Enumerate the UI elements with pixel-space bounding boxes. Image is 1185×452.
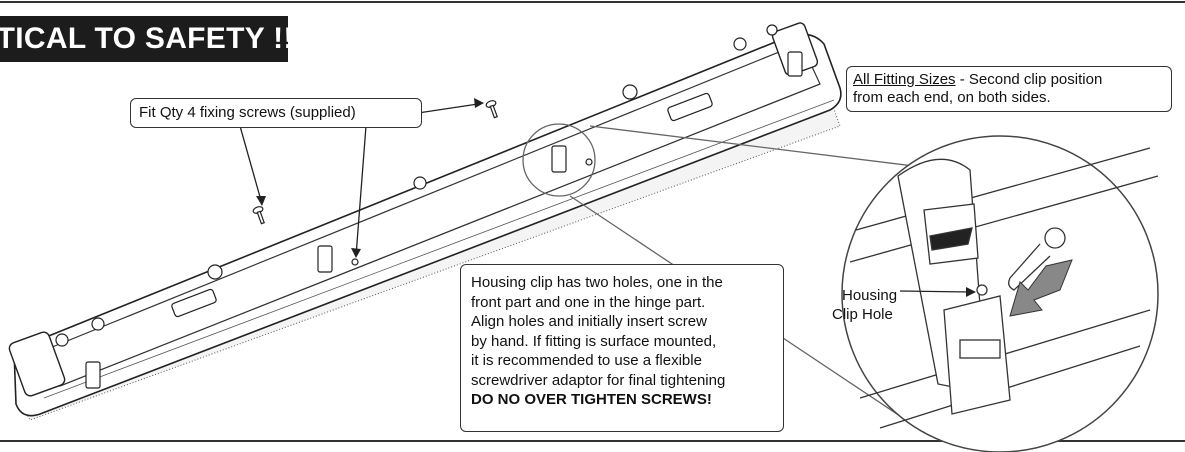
mount-hole-7 bbox=[766, 24, 778, 36]
safety-banner: ITICAL TO SAFETY !! bbox=[0, 16, 288, 62]
screw-left bbox=[252, 206, 265, 225]
housing-clip-hole-label-line1: Housing bbox=[842, 287, 898, 304]
leader-to-middle-hole bbox=[355, 125, 367, 257]
arrowhead-middle-hole bbox=[351, 248, 361, 258]
instruction-line: Housing clip has two holes, one in the bbox=[471, 274, 723, 291]
bottom-rule bbox=[0, 440, 1185, 442]
fitting-sizes-title: All Fitting Sizes bbox=[853, 71, 956, 88]
mount-hole-1 bbox=[55, 333, 69, 347]
housing-clip-hole-label-line2: Clip Hole bbox=[832, 306, 893, 323]
leader-housing-clip-hole bbox=[899, 290, 971, 293]
mount-hole-6 bbox=[733, 37, 747, 51]
zoom-source-circle bbox=[522, 123, 596, 197]
over-tighten-warning: DO NO OVER TIGHTEN SCREWS! bbox=[471, 391, 712, 408]
arrowhead-housing-clip-hole bbox=[966, 287, 976, 297]
mount-hole-2 bbox=[91, 317, 105, 331]
screw-hole-right bbox=[585, 158, 593, 166]
screw-right bbox=[485, 100, 498, 119]
leader-to-left-screw bbox=[239, 125, 263, 205]
housing-clip-2 bbox=[317, 245, 333, 273]
top-rule bbox=[0, 1, 1185, 3]
arrowhead-right-screw bbox=[474, 98, 484, 108]
housing-clip-1 bbox=[85, 361, 101, 389]
screws-callout: Fit Qty 4 fixing screws (supplied) bbox=[130, 98, 422, 128]
zoom-detail-art bbox=[849, 147, 1159, 429]
end-cap-left bbox=[8, 331, 66, 397]
instruction-line: screwdriver adaptor for final tightening bbox=[471, 371, 726, 389]
arrowhead-left-screw bbox=[256, 196, 266, 206]
mount-hole-4 bbox=[413, 176, 427, 190]
handle-right bbox=[667, 92, 713, 122]
instruction-line: it is recommended to use a flexible bbox=[471, 352, 702, 369]
handle-left bbox=[171, 288, 217, 318]
leader-to-right-screw bbox=[417, 103, 479, 114]
housing-clip-3 bbox=[551, 145, 567, 173]
mount-hole-5 bbox=[622, 84, 638, 100]
housing-clip-hole-label: Housing Clip Hole bbox=[832, 286, 897, 324]
instruction-line: by hand. If fitting is surface mounted, bbox=[471, 332, 717, 350]
zoom-connector-top bbox=[589, 125, 931, 169]
direction-arrow-icon bbox=[1009, 259, 1073, 317]
housing-ridge bbox=[59, 83, 821, 387]
mount-hole-3 bbox=[207, 264, 223, 280]
instructions-callout: Housing clip has two holes, one in the f… bbox=[460, 264, 784, 432]
fitting-sizes-text: - Second clip position bbox=[955, 71, 1103, 88]
safety-banner-text: ITICAL TO SAFETY !! bbox=[0, 22, 288, 55]
end-cap-right bbox=[771, 22, 819, 76]
instruction-line: Align holes and initially insert screw bbox=[471, 313, 707, 330]
housing-ridge-lower bbox=[43, 99, 835, 399]
screws-callout-text: Fit Qty 4 fixing screws (supplied) bbox=[139, 104, 356, 121]
housing-clip-4 bbox=[787, 51, 803, 77]
instruction-line: front part and one in the hinge part. bbox=[471, 293, 706, 311]
fitting-sizes-callout: All Fitting Sizes - Second clip position… bbox=[846, 66, 1172, 112]
fitting-sizes-text-line2: from each end, on both sides. bbox=[853, 89, 1051, 106]
screw-hole-middle bbox=[351, 258, 359, 266]
